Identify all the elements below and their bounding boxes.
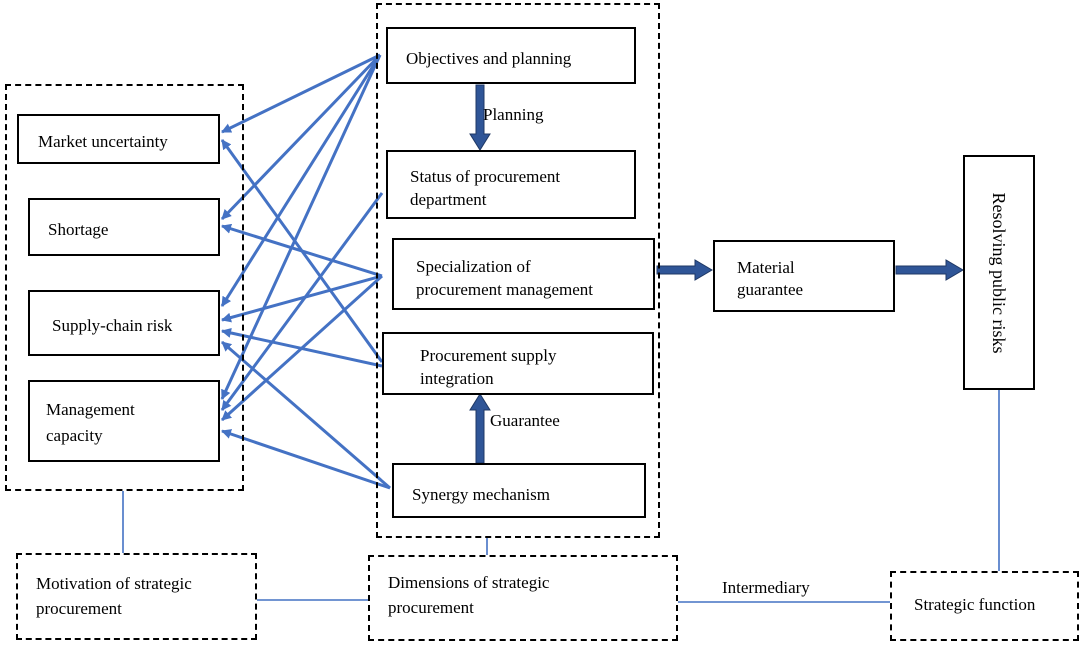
strategic-function-box: Strategic function [890,571,1079,641]
arrow-integration-to-market [220,139,384,363]
market-uncertainty-box: Market uncertainty [17,114,220,164]
guarantee-arrow-label: Guarantee [490,411,560,430]
specialization-box: Specialization of procurement management [392,238,655,310]
guarantee-up-arrow [469,393,491,464]
status-department-label-1: Status of procurement [410,167,561,186]
supply-chain-risk-box: Supply-chain risk [28,290,220,356]
procurement-integration-label-2: integration [420,369,494,388]
procurement-integration-box: Procurement supply integration [382,332,654,395]
planning-down-arrow [469,84,491,151]
arrow-objectives-to-supply-risk [220,54,382,307]
intermediary-label: Intermediary [722,578,810,597]
specialization-label-2: procurement management [416,280,594,299]
status-department-box: Status of procurement department [386,150,636,219]
motivation-label-1: Motivation of strategic [36,574,192,593]
synergy-mechanism-label: Synergy mechanism [412,485,551,504]
dimensions-label-2: procurement [388,598,474,617]
procurement-integration-label-1: Procurement supply [420,346,557,365]
to-material-arrow [656,259,713,281]
management-capacity-label-2: capacity [46,426,103,445]
motivation-label-2: procurement [36,599,122,618]
supply-chain-risk-label: Supply-chain risk [52,316,173,335]
arrow-synergy-to-management [221,429,391,490]
shortage-label: Shortage [48,220,109,239]
dimensions-label-1: Dimensions of strategic [388,573,550,592]
objectives-planning-label: Objectives and planning [406,49,572,68]
arrow-status-to-management [220,192,384,411]
arrow-objectives-to-shortage [220,53,382,221]
arrow-objectives-to-management [220,54,382,400]
status-department-label-2: department [410,190,487,209]
block-arrows [469,84,964,464]
arrow-specialization-to-supply-risk [221,274,383,323]
influence-arrows [220,53,391,490]
objectives-planning-box: Objectives and planning [386,27,636,84]
resolving-public-risks-box: Resolving public risks [963,155,1035,390]
material-guarantee-label-1: Material [737,258,795,277]
dimensions-label-box: Dimensions of strategic procurement [368,555,678,641]
shortage-box: Shortage [28,198,220,256]
arrow-integration-to-supply-risk [221,328,383,368]
market-uncertainty-label: Market uncertainty [38,132,168,151]
planning-arrow-label: Planning [483,105,544,124]
arrow-synergy-to-supply-risk [221,340,391,490]
management-capacity-label-1: Management [46,400,135,419]
motivation-box: Motivation of strategic procurement [16,553,257,640]
dimensions-group [376,3,660,538]
factors-group [5,84,244,491]
connector-lines [122,390,1000,603]
to-resolving-arrow [895,259,964,281]
synergy-mechanism-box: Synergy mechanism [392,463,646,518]
material-guarantee-label-2: guarantee [737,280,804,299]
arrow-objectives-to-market [221,53,381,134]
resolving-public-risks-label: Resolving public risks [989,192,1009,353]
strategic-function-label: Strategic function [914,595,1036,614]
management-capacity-box: Management capacity [28,380,220,462]
material-guarantee-box: Material guarantee [713,240,895,312]
specialization-label-1: Specialization of [416,257,531,276]
